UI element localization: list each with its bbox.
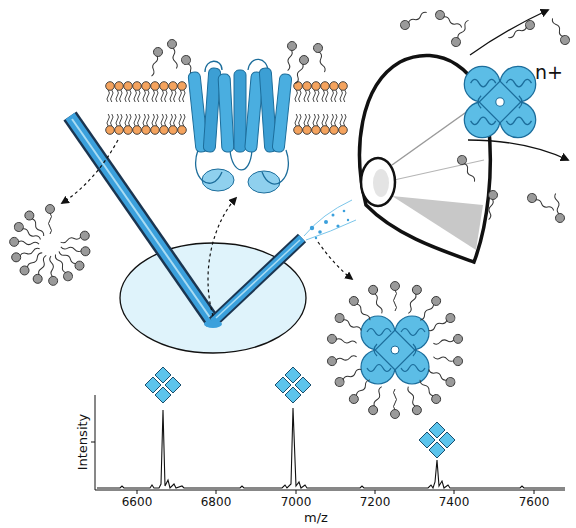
axis-title: m/z <box>304 511 328 525</box>
bare-protein-ion <box>464 66 535 137</box>
tick-label: 7400 <box>439 496 470 509</box>
tick-label: 7600 <box>519 496 550 509</box>
membrane-protein <box>188 59 292 193</box>
empty-micelle <box>9 205 90 286</box>
tick-label: 6800 <box>201 496 232 509</box>
tick-label: 6600 <box>122 496 153 509</box>
tick-label: 7200 <box>360 496 391 509</box>
nanoesi-capillaries <box>70 116 302 328</box>
axis-title: Intensity <box>76 414 90 471</box>
mass-spectrum <box>91 367 565 494</box>
electrospray-plume <box>304 200 356 240</box>
process-arrows <box>62 10 568 316</box>
tick-label: 7000 <box>281 496 312 509</box>
detergent-coated-protein <box>327 282 463 419</box>
charge-label: n+ <box>535 62 563 83</box>
released-detergent <box>399 9 571 224</box>
